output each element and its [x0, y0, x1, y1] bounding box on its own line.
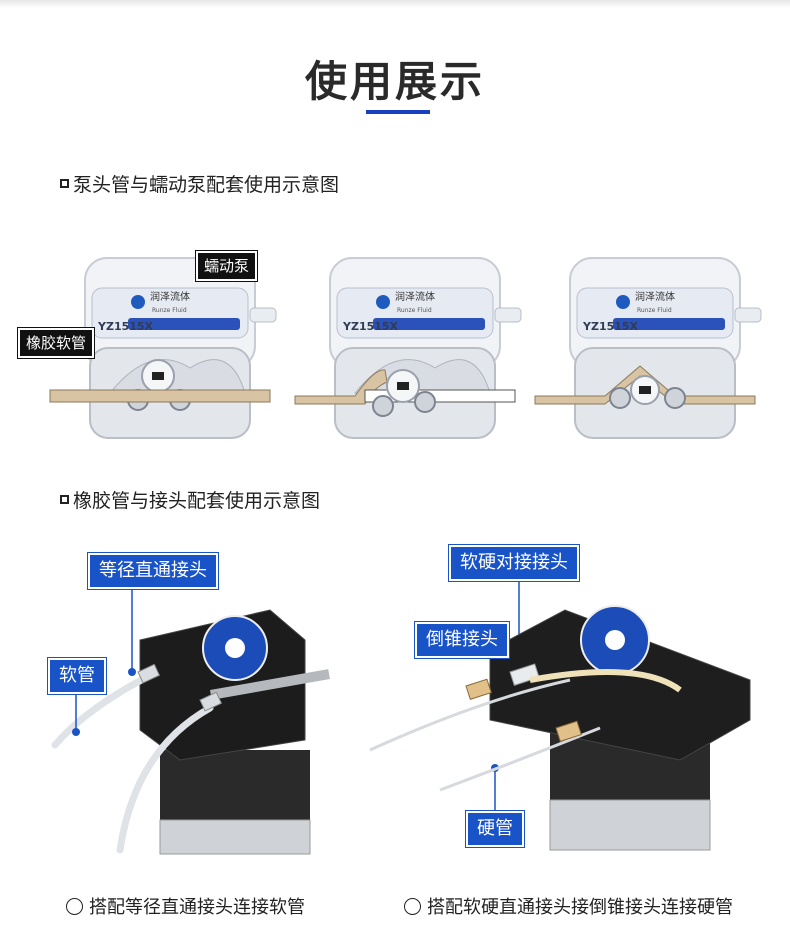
callout-barb-fitting: 倒锥接头 — [415, 622, 509, 658]
caption-left: 搭配等径直通接头连接软管 — [66, 893, 305, 919]
title-underline — [366, 110, 430, 114]
circle-bullet-icon — [404, 897, 421, 915]
section1-heading-text: 泵头管与蠕动泵配套使用示意图 — [73, 174, 340, 196]
square-bullet-icon — [60, 179, 69, 188]
pump2-brand-en: Runze Fluid — [397, 307, 432, 314]
pump-illustration-1: 润泽流体 Runze Fluid YZ1515X — [49, 257, 277, 439]
pump-illustration-2: 润泽流体 Runze Fluid YZ1515X — [294, 257, 522, 439]
pump3-brand-cn: 润泽流体 — [635, 290, 675, 303]
callout-tube: 软管 — [48, 658, 106, 694]
circle-bullet-icon — [66, 897, 83, 915]
caption-right-text: 搭配软硬直通接头接倒锥接头连接硬管 — [427, 897, 733, 918]
pump2-brand-cn: 润泽流体 — [395, 290, 435, 303]
pump3-model: YZ1515X — [582, 320, 639, 333]
pump2-model: YZ1515X — [342, 320, 399, 333]
pump-with-hard-tube — [369, 605, 751, 851]
pump-label: 蠕动泵 — [196, 251, 258, 281]
top-shadow — [0, 0, 790, 8]
section1-heading: 泵头管与蠕动泵配套使用示意图 — [60, 170, 339, 197]
caption-left-text: 搭配等径直通接头连接软管 — [89, 897, 305, 918]
callout-soft-hard-fitting: 软硬对接接头 — [449, 545, 579, 581]
pump-with-soft-tube — [51, 609, 330, 855]
pump1-brand-cn: 润泽流体 — [150, 290, 190, 303]
hose-label: 橡胶软管 — [18, 328, 95, 358]
pump1-model: YZ1515X — [97, 320, 154, 333]
section2-heading-text: 橡胶管与接头配套使用示意图 — [73, 490, 321, 512]
caption-right: 搭配软硬直通接头接倒锥接头连接硬管 — [404, 893, 733, 919]
callout-hard-tube: 硬管 — [466, 811, 524, 847]
pump-illustration-3: 润泽流体 Runze Fluid YZ1515X — [534, 257, 762, 439]
section2-heading: 橡胶管与接头配套使用示意图 — [60, 486, 320, 513]
page-title: 使用展示 — [304, 57, 485, 106]
square-bullet-icon — [60, 495, 69, 504]
pump1-brand-en: Runze Fluid — [152, 307, 187, 314]
pump3-brand-en: Runze Fluid — [637, 307, 672, 314]
callout-fitting: 等径直通接头 — [88, 553, 218, 589]
